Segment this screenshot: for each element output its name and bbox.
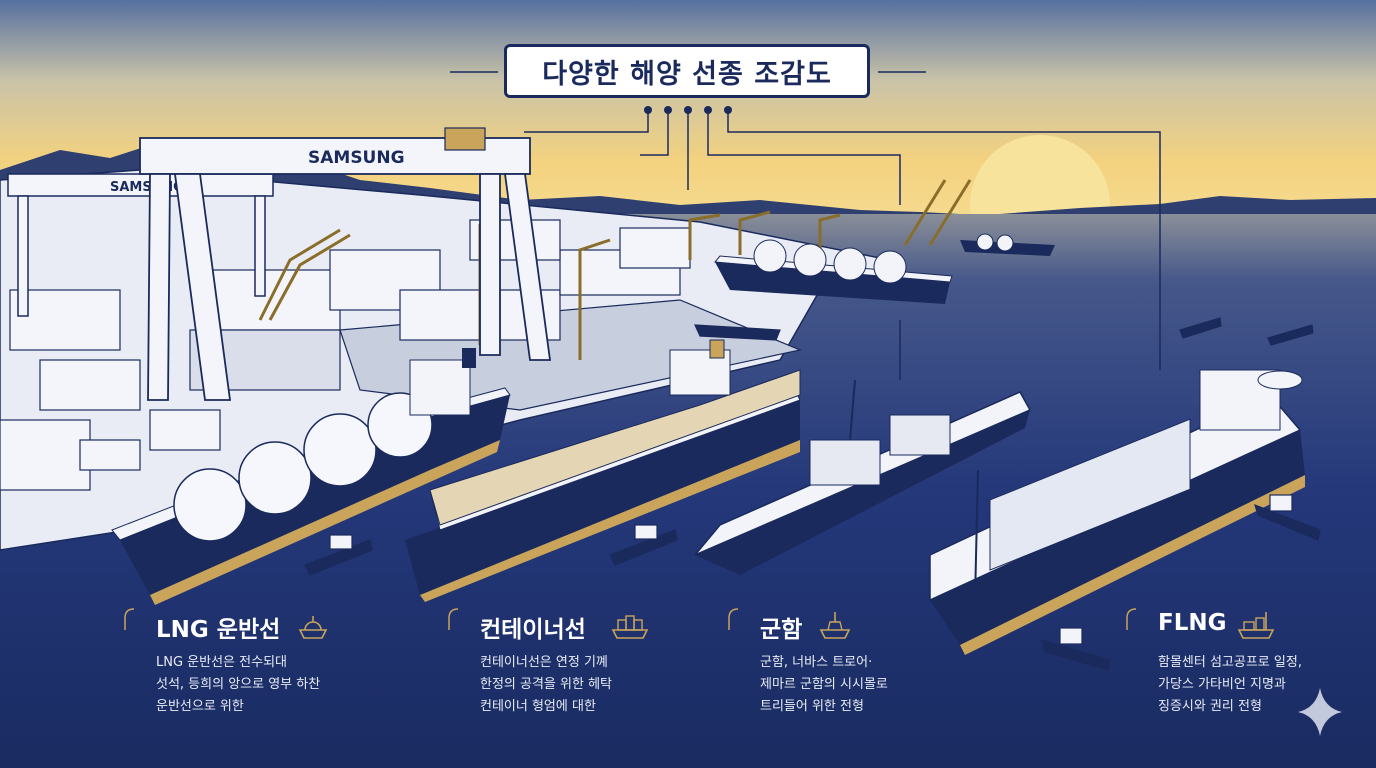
gantry-trolley — [444, 127, 486, 151]
lng-carrier-icon — [298, 616, 328, 639]
warship — [694, 379, 1032, 575]
container-ship — [405, 339, 801, 602]
ship-name: LNG 운반선 — [156, 617, 281, 643]
container-stack — [429, 369, 801, 526]
ship-name: 군함 — [760, 617, 803, 643]
flng — [929, 369, 1305, 655]
lng-carrier — [111, 348, 511, 605]
sparkle-icon — [1298, 688, 1342, 736]
leader-line — [448, 608, 459, 630]
ship-description: 컨테이너선은 연정 기꼐 한정의 공격을 위한 헤탁 컨테이너 형엄에 대한 — [480, 655, 612, 714]
leader-line — [124, 608, 135, 630]
ship-name: FLNG — [1158, 610, 1227, 636]
connector-dots — [644, 106, 732, 114]
gantry-small-sign: SAMSUNG — [110, 180, 184, 195]
ship-description: LNG 운반선은 전수되대 섯석, 등희의 앙으로 영부 하찬 운반선으로 위한 — [156, 655, 321, 714]
ship-description: 함몰센터 섬고공프로 일정, 가당스 가타비언 지명과 징증시와 권리 전형 — [1158, 655, 1302, 714]
distant-ship — [960, 233, 1055, 256]
container-ship-icon — [611, 615, 649, 639]
page-title: 다양한 해양 선종 조감도 — [542, 58, 832, 90]
leader-line — [728, 608, 739, 630]
ship-description: 군함, 너바스 트로어· 제마르 군함의 시시몰로 트리들어 위한 전형 — [760, 655, 888, 714]
leader-line — [1126, 608, 1137, 630]
page-title-box: 다양한 해양 선종 조감도 — [504, 44, 870, 98]
warship-icon — [819, 612, 851, 639]
background-lng-ship — [714, 239, 953, 304]
gantry-main-sign: SAMSUNG — [308, 148, 405, 168]
small-gantry-crane — [7, 173, 274, 317]
tugboats — [304, 317, 1321, 671]
ship-name: 컨테이너선 — [480, 617, 586, 643]
title-connectors — [450, 71, 1161, 380]
flng-icon — [1237, 612, 1275, 639]
